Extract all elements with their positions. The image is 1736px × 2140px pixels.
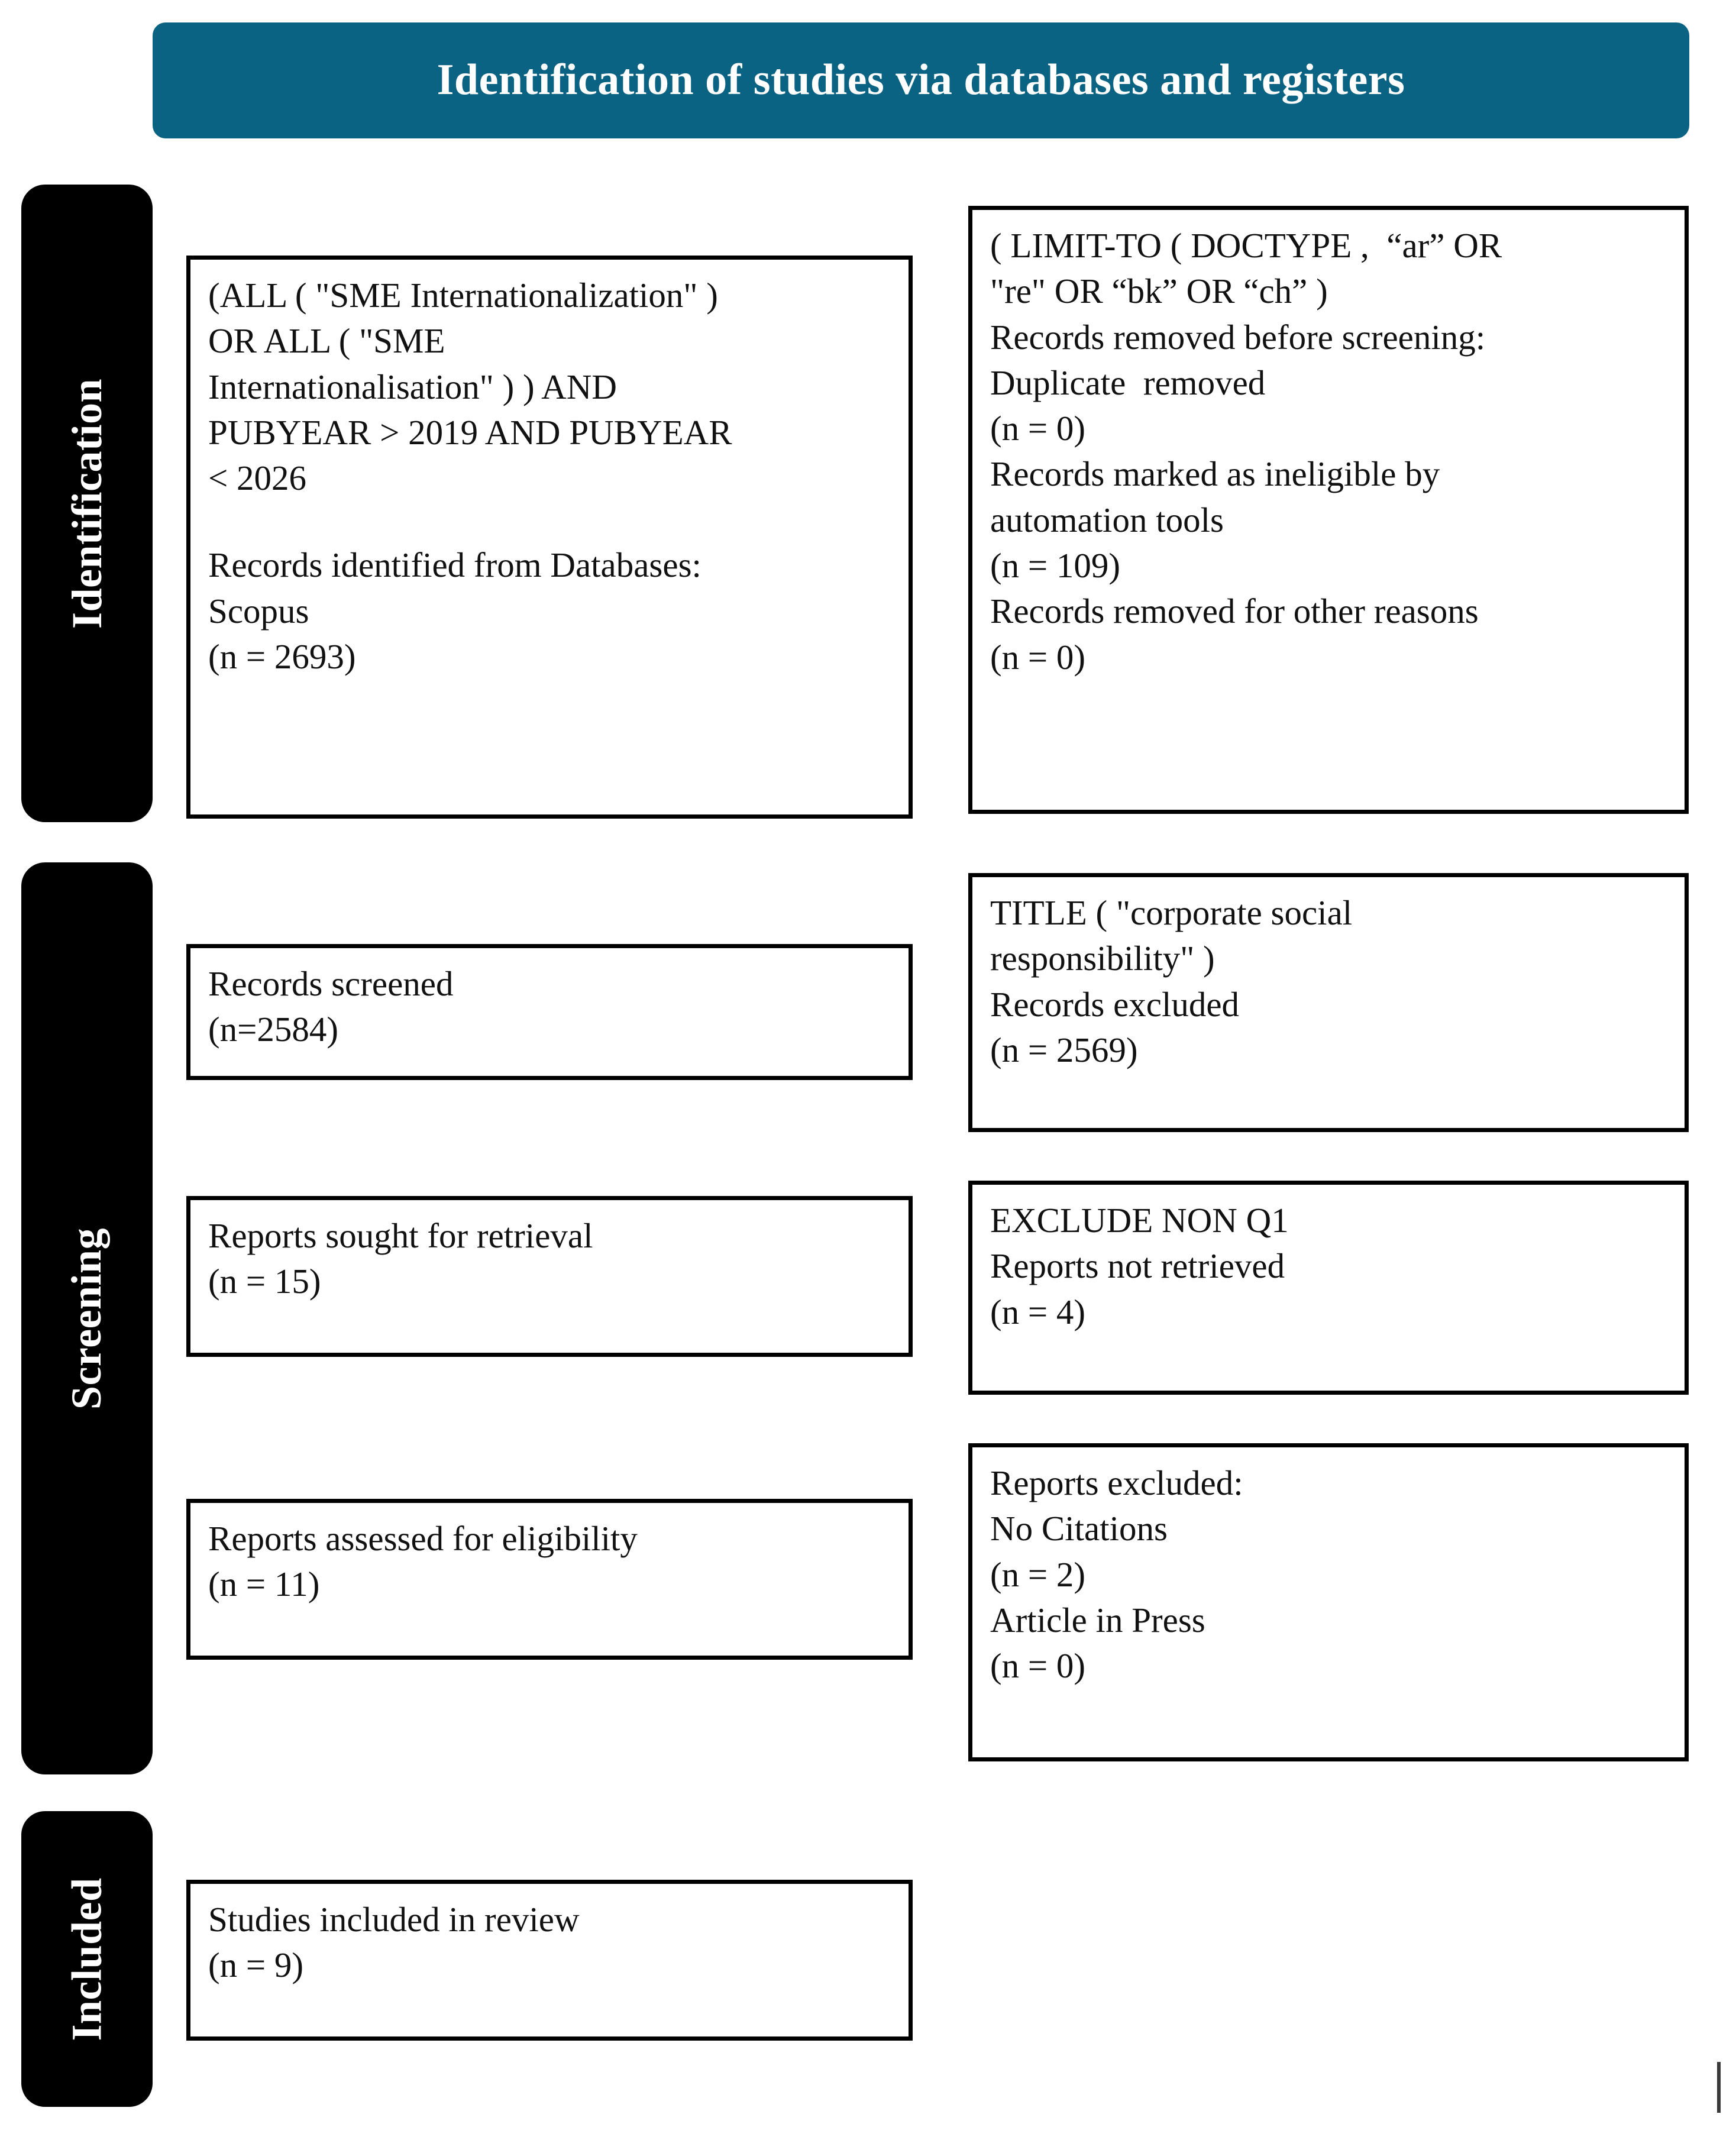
box-line-count: (n = 0): [990, 1646, 1086, 1686]
box-line: Records marked as ineligible by: [990, 454, 1440, 494]
stage-bar-included: Included: [21, 1811, 153, 2107]
stage-label-identification: Identification: [63, 378, 111, 629]
box-line: Duplicate removed: [990, 363, 1266, 402]
box-line: ( LIMIT-TO ( DOCTYPE , “ar” OR: [990, 226, 1502, 265]
box-line: Records removed for other reasons: [990, 591, 1479, 631]
box-line-spacer: [208, 501, 892, 542]
box-reports-not-retrieved: EXCLUDE NON Q1 Reports not retrieved (n …: [968, 1181, 1689, 1395]
box-line-count: (n = 4): [990, 1292, 1086, 1331]
box-line-count: (n = 0): [990, 637, 1086, 677]
box-records-removed-before-screening: ( LIMIT-TO ( DOCTYPE , “ar” OR "re" OR “…: [968, 206, 1689, 814]
box-line: automation tools: [990, 500, 1224, 539]
box-records-excluded: TITLE ( "corporate social responsibility…: [968, 873, 1689, 1132]
box-line: Records screened: [208, 964, 454, 1003]
box-line-count: (n = 2569): [990, 1030, 1138, 1069]
box-line: EXCLUDE NON Q1: [990, 1201, 1289, 1240]
box-line: Records removed before screening:: [990, 317, 1486, 357]
box-line: No Citations: [990, 1509, 1168, 1549]
box-line: Studies included in review: [208, 1900, 580, 1939]
stage-bar-screening: Screening: [21, 862, 153, 1774]
diagram-header-banner: Identification of studies via databases …: [153, 22, 1689, 138]
page-title: Identification of studies via databases …: [437, 56, 1405, 105]
box-line: Scopus: [208, 591, 309, 631]
box-line-count: (n = 2): [990, 1554, 1086, 1594]
box-line: "re" OR “bk” OR “ch” ): [990, 271, 1328, 311]
box-records-screened: Records screened (n=2584): [186, 944, 913, 1080]
box-line-count: (n=2584): [208, 1010, 339, 1049]
page-corner-tick-mark: [1717, 2062, 1721, 2113]
box-line: Internationalisation" ) ) AND: [208, 367, 617, 406]
box-line: Reports sought for retrieval: [208, 1216, 593, 1255]
box-reports-assessed-for-eligibility: Reports assessed for eligibility (n = 11…: [186, 1499, 913, 1660]
box-studies-included-in-review: Studies included in review (n = 9): [186, 1880, 913, 2041]
stage-bar-identification: Identification: [21, 185, 153, 822]
box-line: Reports not retrieved: [990, 1246, 1285, 1286]
box-records-identified-from-databases: (ALL ( "SME Internationalization" ) OR A…: [186, 256, 913, 819]
box-line: responsibility" ): [990, 939, 1215, 978]
box-line: TITLE ( "corporate social: [990, 893, 1353, 932]
box-reports-excluded: Reports excluded: No Citations (n = 2) A…: [968, 1443, 1689, 1761]
box-line-count: (n = 11): [208, 1564, 320, 1604]
box-line: OR ALL ( "SME: [208, 321, 445, 361]
box-line: Records excluded: [990, 984, 1240, 1024]
box-line-count: (n = 0): [990, 409, 1086, 448]
box-line-count: (n = 2693): [208, 636, 356, 676]
box-line: PUBYEAR > 2019 AND PUBYEAR: [208, 412, 732, 452]
box-line-count: (n = 109): [990, 545, 1121, 585]
box-line-count: (n = 15): [208, 1262, 321, 1301]
box-line-count: (n = 9): [208, 1945, 304, 1985]
stage-label-included: Included: [63, 1877, 111, 2041]
box-line: < 2026: [208, 458, 307, 498]
box-line: Article in Press: [990, 1600, 1205, 1640]
box-line: Reports excluded:: [990, 1463, 1243, 1502]
stage-label-screening: Screening: [63, 1227, 111, 1410]
box-line: Records identified from Databases:: [208, 545, 701, 585]
box-line: Reports assessed for eligibility: [208, 1519, 638, 1558]
box-reports-sought-for-retrieval: Reports sought for retrieval (n = 15): [186, 1196, 913, 1357]
box-line: (ALL ( "SME Internationalization" ): [208, 276, 718, 315]
